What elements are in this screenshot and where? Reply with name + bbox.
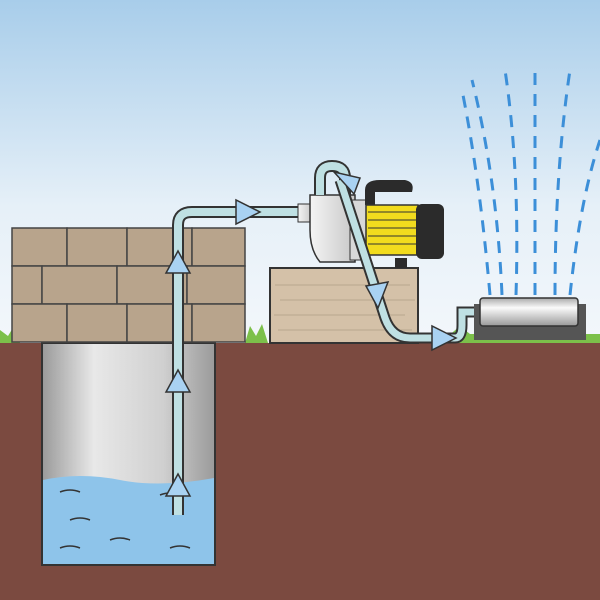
flow-arrow-up-icon bbox=[164, 368, 192, 393]
well-water bbox=[43, 476, 214, 564]
brick-wall bbox=[11, 227, 246, 343]
water-spray bbox=[460, 69, 600, 296]
flow-arrow-up-icon bbox=[164, 472, 192, 497]
flow-arrows bbox=[164, 170, 458, 497]
well bbox=[41, 342, 216, 566]
flow-arrow-up-icon bbox=[164, 249, 192, 274]
flow-arrow-right-icon bbox=[235, 198, 262, 226]
sprinkler bbox=[474, 297, 586, 340]
flow-arrow-up-icon bbox=[331, 170, 362, 196]
flow-arrow-right-icon bbox=[431, 324, 458, 352]
flow-arrow-down-icon bbox=[364, 281, 390, 310]
garden-pump bbox=[297, 159, 444, 268]
